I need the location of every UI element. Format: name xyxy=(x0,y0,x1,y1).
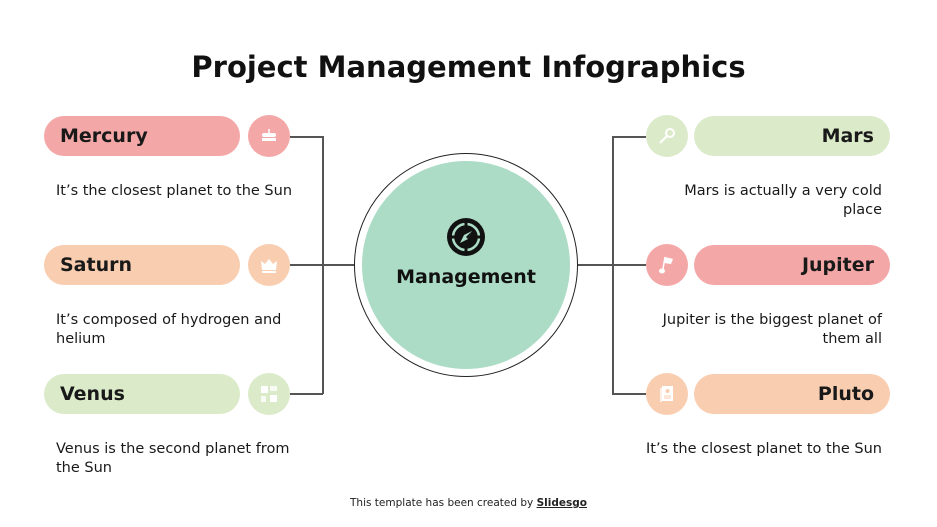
footer-text: This template has been created by xyxy=(350,497,537,509)
desc-pluto: It’s the closest planet to the Sun xyxy=(645,441,882,457)
pill-mars: Mars xyxy=(694,116,890,156)
desc-jupiter: Jupiter is the biggest planet of them al… xyxy=(662,312,882,347)
center-label: Management xyxy=(396,266,536,288)
crown-icon xyxy=(248,244,290,286)
center-circle xyxy=(362,161,570,369)
puzzle-icon xyxy=(248,373,290,415)
pill-mercury: Mercury xyxy=(44,116,240,156)
desc-mars: Mars is actually a very cold place xyxy=(684,183,882,218)
desc-saturn: It’s composed of hydrogen and helium xyxy=(56,312,282,347)
key-icon xyxy=(646,115,688,157)
footer-brand-link[interactable]: Slidesgo xyxy=(536,497,587,509)
connector-jupiter xyxy=(578,264,646,266)
desc-mercury: It’s the closest planet to the Sun xyxy=(56,183,293,199)
desc-venus: Venus is the second planet from the Sun xyxy=(56,441,290,476)
pill-saturn: Saturn xyxy=(44,245,240,285)
pill-venus: Venus xyxy=(44,374,240,414)
flag-hand-icon xyxy=(646,244,688,286)
connector-saturn xyxy=(290,264,356,266)
connector-pluto xyxy=(612,393,646,395)
connector-venus xyxy=(290,393,323,395)
connector-mercury xyxy=(290,136,323,138)
document-icon xyxy=(646,373,688,415)
page-title: Project Management Infographics xyxy=(191,50,746,84)
connector-mars xyxy=(612,136,646,138)
cake-icon xyxy=(248,115,290,157)
pill-jupiter: Jupiter xyxy=(694,245,890,285)
footer: This template has been created by Slides… xyxy=(0,497,937,509)
compass-icon xyxy=(447,218,485,256)
pill-pluto: Pluto xyxy=(694,374,890,414)
